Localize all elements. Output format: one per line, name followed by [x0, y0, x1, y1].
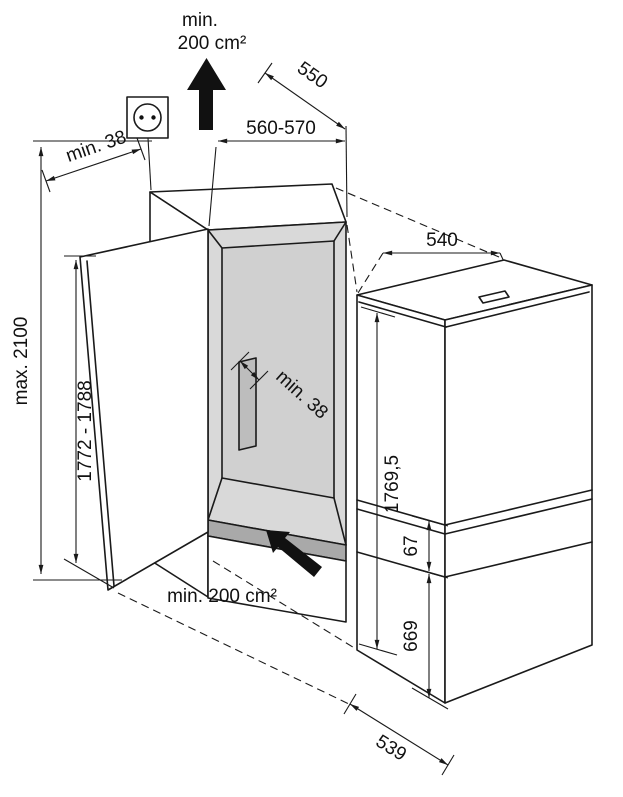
label-top-vent-min: min. — [182, 10, 218, 31]
socket-leader-line — [147, 137, 152, 191]
socket-pin-right — [151, 115, 156, 120]
label-niche-depth: 550 — [293, 58, 331, 93]
socket-pin-left — [139, 115, 144, 120]
label-appliance-height: 1769,5 — [382, 455, 403, 513]
dim-niche-height — [63, 255, 115, 589]
socket-symbol — [133, 103, 162, 132]
power-socket — [126, 96, 169, 191]
cabinet-door-open — [79, 228, 209, 591]
dim-door-split-gap — [411, 515, 449, 579]
label-door-split-gap: 67 — [401, 535, 422, 556]
cabinet-door-edge — [86, 260, 115, 587]
label-niche-height: 1772 - 1788 — [75, 380, 96, 481]
niche-frame-edges — [207, 221, 347, 546]
label-top-vent-area: 200 cm² — [178, 33, 247, 54]
dim-niche-depth — [257, 62, 348, 218]
dim-appliance-height — [358, 306, 398, 656]
dim-socket-clearance — [41, 137, 146, 193]
dim-rear-clearance — [230, 351, 269, 390]
label-bottom-vent-area: min. 200 cm² — [167, 586, 277, 607]
label-appliance-depth: 539 — [372, 731, 410, 766]
niche-rear-channel — [238, 357, 257, 451]
appliance-hinge-detail — [478, 290, 510, 304]
appliance-front-face — [444, 284, 593, 704]
label-max-height: max. 2100 — [11, 317, 32, 406]
dim-max-height — [33, 140, 152, 581]
label-niche-width: 560-570 — [246, 118, 316, 139]
projection-lines — [117, 187, 506, 705]
dim-appliance-depth — [343, 693, 455, 776]
label-socket-clearance: min. 38 — [63, 127, 129, 167]
label-freezer-height: 669 — [401, 620, 422, 652]
bottom-airflow-arrow-icon — [266, 530, 322, 577]
dim-niche-width — [208, 138, 345, 227]
label-appliance-width: 540 — [426, 230, 458, 251]
top-airflow-arrow-icon — [187, 58, 226, 130]
appliance-top-edge-lines — [358, 291, 590, 328]
